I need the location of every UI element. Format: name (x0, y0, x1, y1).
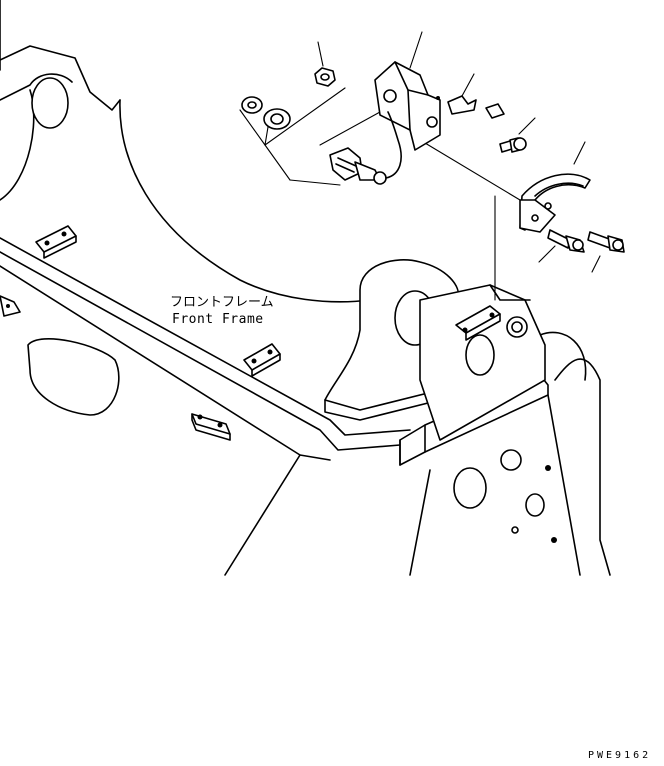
drawing-code: PWE9162 (588, 750, 651, 761)
lock-washer (241, 96, 263, 114)
front-frame-body (0, 0, 411, 576)
bolt-upper (499, 137, 527, 153)
hex-nut (314, 67, 336, 87)
harness-clip (447, 95, 477, 115)
leader-lines (239, 31, 601, 301)
front-frame-label-en: Front Frame (172, 312, 264, 327)
frame-pad-middle (243, 343, 281, 377)
bolt-lower-left (547, 229, 585, 253)
flat-washer (263, 108, 291, 130)
frame-pad-left-edge (0, 295, 21, 317)
front-frame-label-jp: フロントフレーム (170, 295, 274, 310)
frame-pad-lower (191, 413, 231, 441)
connector (485, 103, 505, 119)
sensor-cover-plate (519, 173, 591, 233)
proximity-sensor (329, 111, 402, 185)
frame-pad-upper (35, 225, 77, 259)
sensor-bracket (374, 61, 441, 151)
rear-hinge-block (419, 284, 546, 441)
bolt-lower-right (587, 231, 625, 253)
